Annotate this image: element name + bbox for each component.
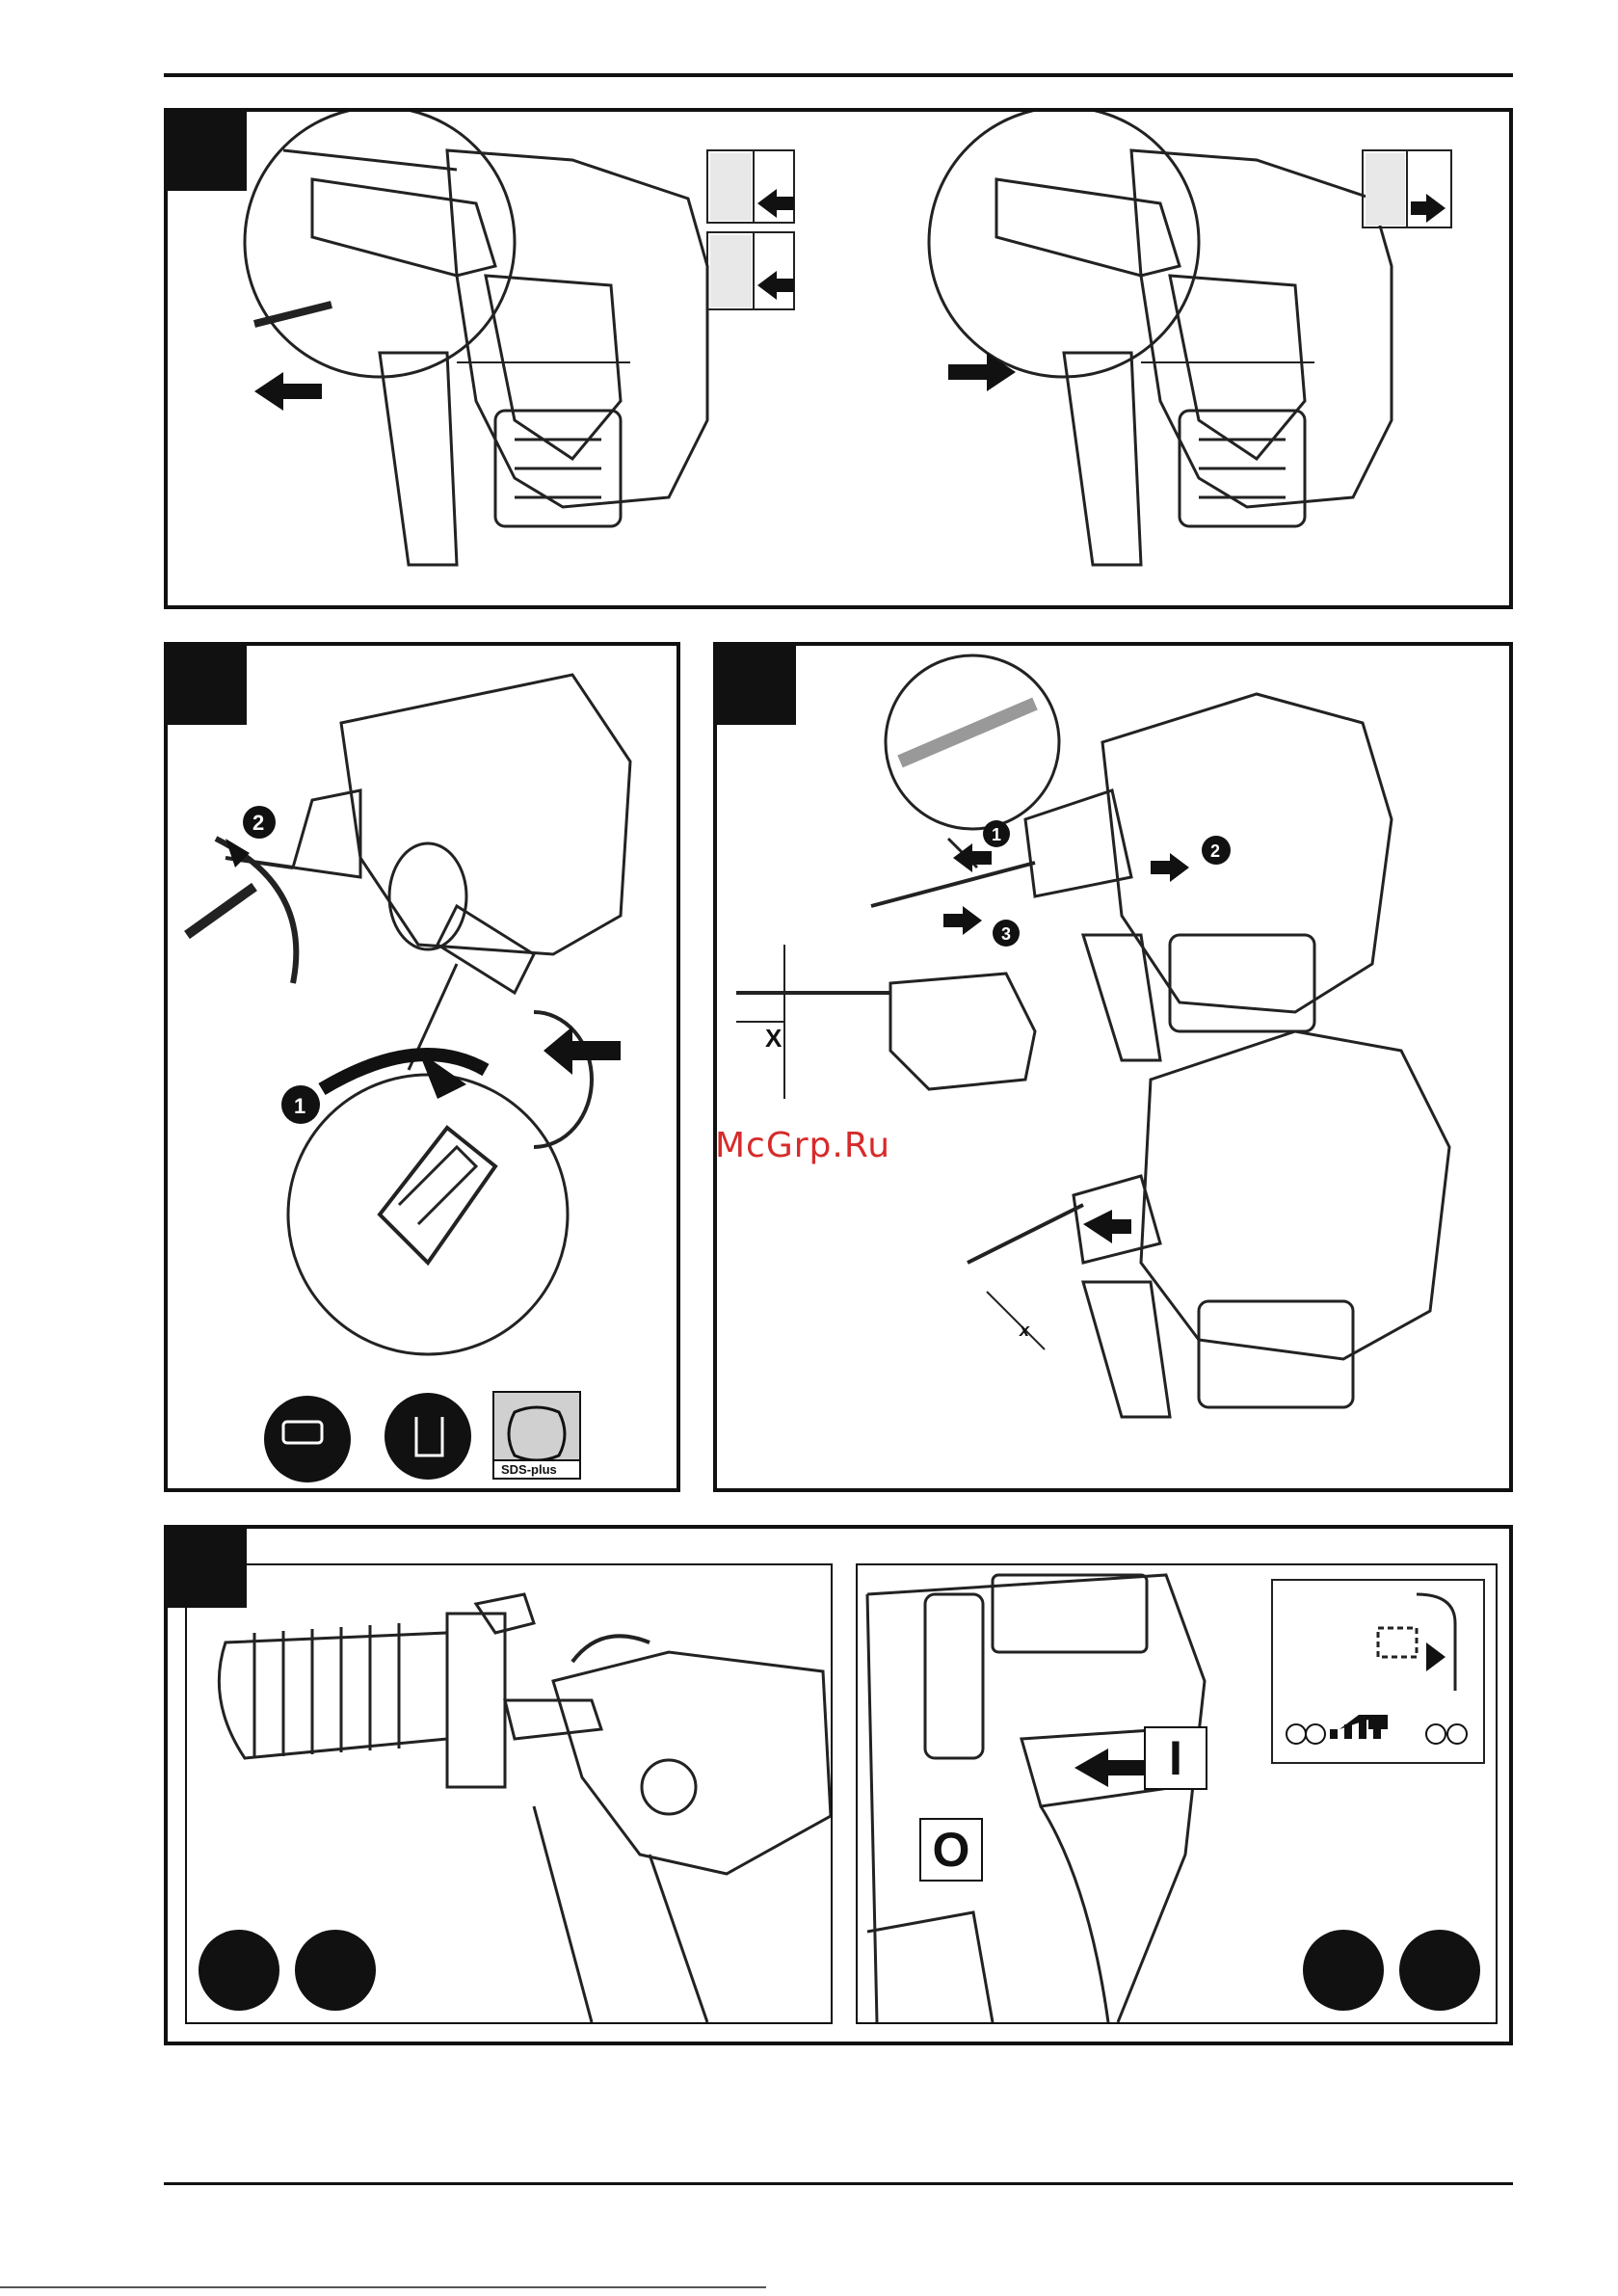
depth-label-x: X [765, 1024, 782, 1054]
tool-insert-illustration: 2 1 [168, 646, 676, 1488]
drill-mode-illustration [168, 112, 1509, 605]
watermark: McGrp.Ru [715, 1126, 890, 1165]
switch-off-symbol: O [921, 1820, 981, 1880]
dust-extraction-illustration [187, 1565, 831, 2022]
switch-on-marker: I [1144, 1726, 1207, 1790]
dust-extraction-subpanel [185, 1563, 833, 2024]
footer-line [0, 2286, 766, 2288]
panel-tool-change: 2 1 SDS-plus [164, 642, 680, 1492]
hearing-protection-icon [1303, 1930, 1384, 2011]
panel-operation: I O [164, 1525, 1513, 2045]
step-1-number: 1 [992, 825, 1001, 844]
depth-label-x-small: x [1020, 1321, 1029, 1341]
step-2-number: 2 [1210, 841, 1220, 861]
panel-mode-lock [164, 108, 1513, 609]
top-rule [164, 73, 1513, 77]
eye-protection-icon [295, 1930, 376, 2011]
step-1-number: 1 [294, 1094, 305, 1118]
switch-illustration [858, 1565, 1496, 2022]
step-3-number: 3 [1001, 924, 1011, 944]
switch-on-symbol: I [1146, 1728, 1206, 1788]
switch-subpanel: I O [856, 1563, 1498, 2024]
step-2-number: 2 [252, 811, 264, 835]
panel-depth-stop: 1 2 3 X x [713, 642, 1513, 1492]
hearing-protection-icon [199, 1930, 279, 2011]
bottom-rule [164, 2182, 1513, 2185]
switch-off-marker: O [919, 1818, 983, 1882]
depth-stop-illustration: 1 2 3 [717, 646, 1509, 1488]
sds-plus-label: SDS-plus [501, 1462, 557, 1477]
eye-protection-icon [1399, 1930, 1480, 2011]
